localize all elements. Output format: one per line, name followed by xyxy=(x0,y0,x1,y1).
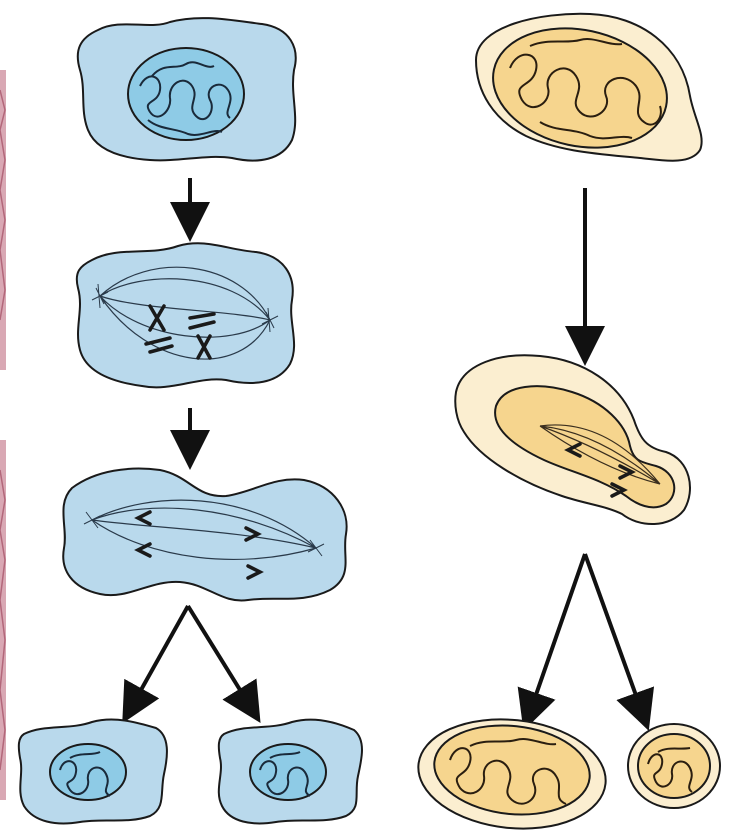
daughter-right-nucleus xyxy=(250,744,326,800)
yeast-daughter-cell-small xyxy=(628,724,720,808)
animal-daughter-cell-left xyxy=(19,720,167,824)
daughter-left-nucleus xyxy=(50,744,126,800)
arrow-anaphase-to-daughter-right xyxy=(188,606,250,706)
animal-daughter-cell-right xyxy=(219,720,362,824)
yeast-budding-panel xyxy=(413,13,720,832)
metaphase-cell xyxy=(77,243,294,387)
animal-mitosis-panel xyxy=(19,18,362,823)
arrow-bud-to-daughter-left xyxy=(530,554,585,712)
interphase-cell xyxy=(78,18,296,160)
yeast-daughter-cell-large xyxy=(413,710,611,832)
anaphase-cytoplasm xyxy=(63,469,346,601)
yeast-budding-cell xyxy=(455,355,690,524)
yeast-parent-cell xyxy=(476,13,702,163)
interphase-nucleus xyxy=(128,48,244,140)
metaphase-cytoplasm xyxy=(77,243,294,387)
arrow-anaphase-to-daughter-left xyxy=(132,606,188,706)
left-edge-texture xyxy=(0,70,6,800)
anaphase-cell xyxy=(63,469,346,601)
arrow-bud-to-daughter-right xyxy=(585,554,642,712)
